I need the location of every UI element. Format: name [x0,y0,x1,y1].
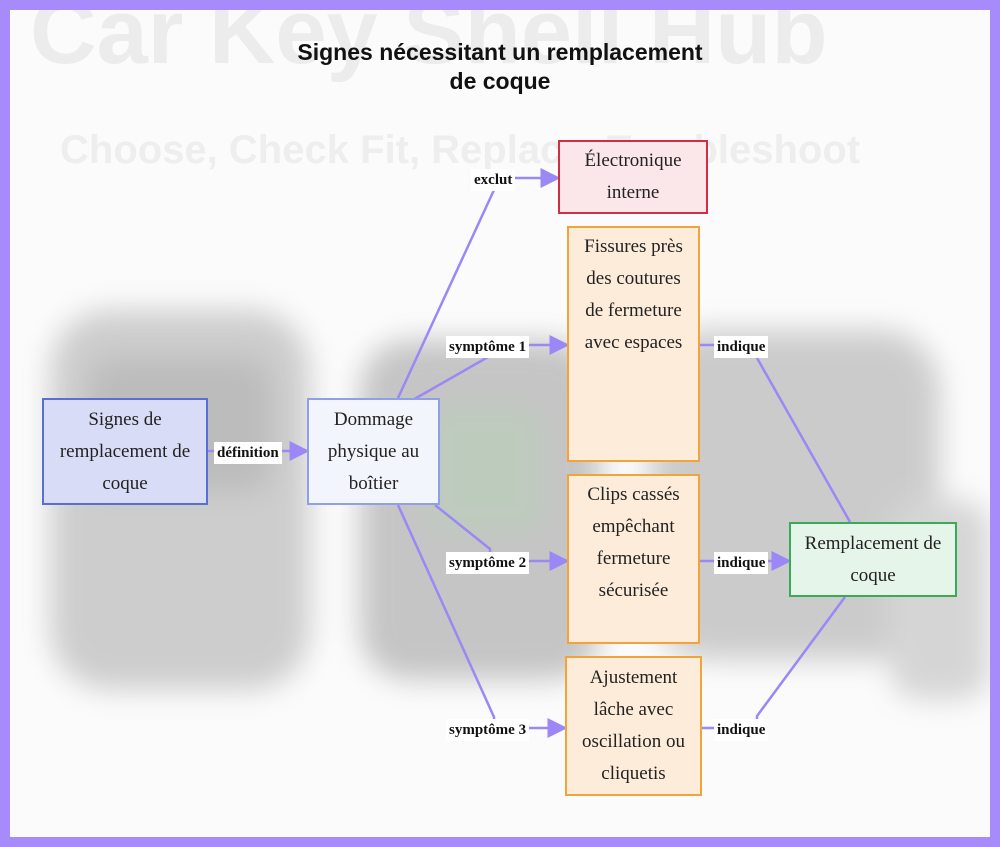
title-line-2: de coque [200,67,800,96]
title-line-1: Signes nécessitant un remplacement [200,38,800,67]
node-internal-electronics: Électronique interne [558,140,708,214]
edge-indicates-1 [700,345,850,522]
node-broken-clips: Clips cassés empêchant fermeture sécuris… [567,474,700,644]
node-shell-replacement-signs: Signes de remplacement de coque [42,398,208,505]
edge-label-indicates-1: indique [714,336,768,358]
node-label: Clips cassés empêchant fermeture sécuris… [575,479,692,607]
node-physical-damage: Dommage physique au boîtier [307,398,440,505]
edge-indicates-3 [702,597,845,728]
node-label: Remplacement de coque [797,528,949,592]
edge-symptom-3 [398,505,565,728]
node-loose-fit: Ajustement lâche avec oscillation ou cli… [565,656,702,796]
edge-excludes [398,178,558,398]
edge-label-indicates-3: indique [714,719,768,741]
edge-label-indicates-2: indique [714,552,768,574]
edge-label-excludes: exclut [471,169,515,191]
edge-label-symptom-2: symptôme 2 [446,552,529,574]
edge-label-definition: définition [214,442,282,464]
edge-label-symptom-1: symptôme 1 [446,336,529,358]
node-label: Dommage physique au boîtier [315,404,432,500]
node-label: Fissures près des coutures de fermeture … [575,231,692,359]
node-cracks-near-seams: Fissures près des coutures de fermeture … [567,226,700,462]
node-label: Ajustement lâche avec oscillation ou cli… [573,662,694,790]
node-label: Signes de remplacement de coque [50,404,200,500]
diagram-title: Signes nécessitant un remplacement de co… [200,38,800,96]
node-shell-replacement: Remplacement de coque [789,522,957,597]
edge-label-symptom-3: symptôme 3 [446,719,529,741]
node-label: Électronique interne [566,145,700,209]
